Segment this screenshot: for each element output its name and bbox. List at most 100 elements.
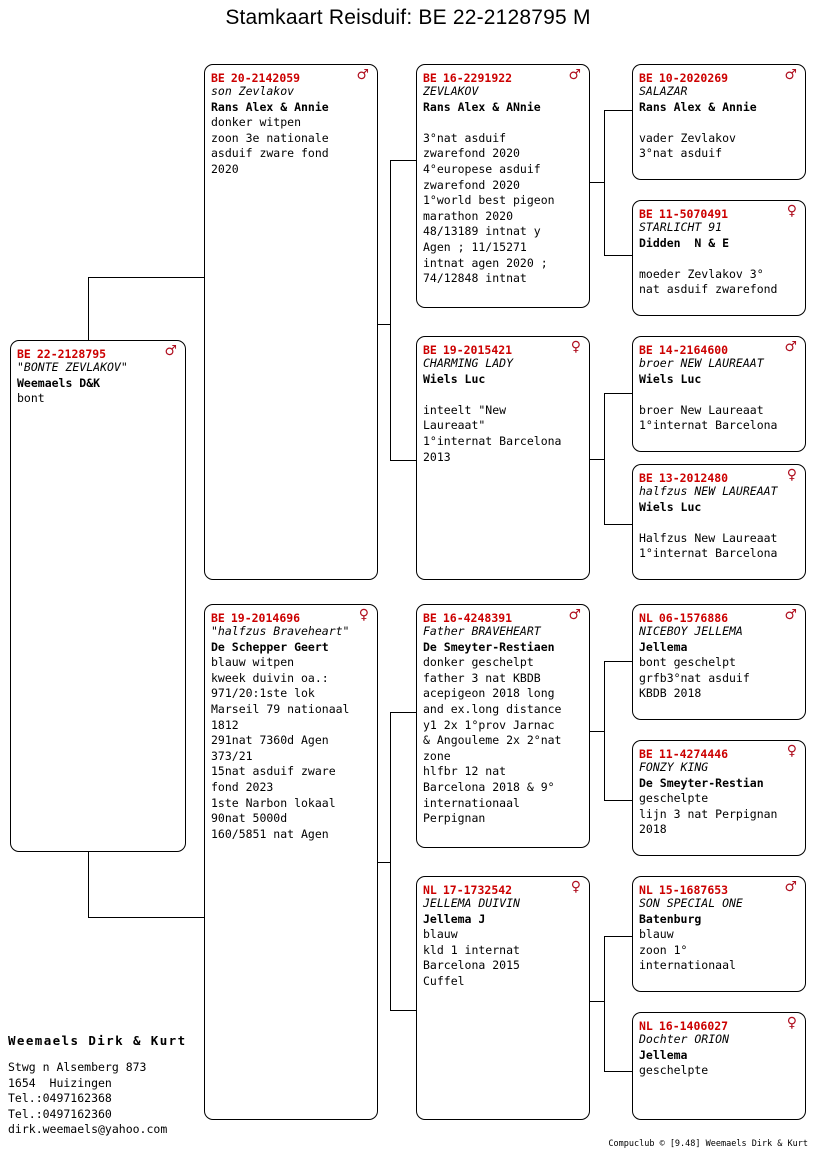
pigeon-owner: Rans Alex & Annie: [639, 99, 757, 114]
ring-id: 17-1732542: [442, 883, 513, 897]
connector-line: [604, 110, 632, 111]
pigeon-nickname: NICEBOY JELLEMA: [639, 624, 743, 638]
connector-line: [390, 160, 391, 460]
pigeon-nickname: son Zevlakov: [211, 84, 295, 98]
pigeon-owner: Jellema J: [423, 911, 486, 926]
ring-id: 19-2015421: [442, 343, 513, 357]
pigeon-owner: De Smeyter-Restian: [639, 775, 764, 790]
country-code: NL: [639, 611, 653, 625]
ring-id: 15-1687653: [658, 883, 729, 897]
ring-id: 13-2012480: [658, 471, 729, 485]
ring-number: NL 15-1687653: [639, 883, 728, 897]
connector-line: [604, 800, 632, 801]
pigeon-nickname: Father BRAVEHEART: [423, 624, 541, 638]
pigeon-owner: Weemaels D&K: [17, 375, 101, 390]
pigeon-nickname: Dochter ORION: [639, 1032, 730, 1046]
country-code: NL: [423, 883, 437, 897]
ring-number: BE 13-2012480: [639, 471, 728, 485]
ring-id: 16-2291922: [442, 71, 513, 85]
sex-female-icon: ♀: [786, 1015, 797, 1031]
pigeon-notes: donker geschelpt father 3 nat KBDB acepi…: [423, 655, 562, 826]
pigeon-owner: De Schepper Geert: [211, 639, 329, 654]
pigeon-notes: blauw zoon 1° internationaal: [639, 927, 736, 973]
connector-line: [390, 460, 416, 461]
pigeon-nickname: "halfzus Braveheart": [211, 624, 350, 638]
ring-id: 10-2020269: [658, 71, 729, 85]
connector-line: [390, 1010, 416, 1011]
software-credit: Compuclub © [9.48] Weemaels Dirk & Kurt: [608, 1139, 808, 1149]
pigeon-nickname: JELLEMA DUIVIN: [423, 896, 520, 910]
connector-line: [604, 255, 632, 256]
sex-male-icon: ♂: [568, 67, 581, 83]
connector-line: [378, 324, 390, 325]
connector-line: [390, 160, 416, 161]
country-code: BE: [639, 207, 653, 221]
connector-line: [88, 917, 204, 918]
country-code: BE: [639, 343, 653, 357]
pigeon-notes: inteelt "New Laureaat" 1°internat Barcel…: [423, 402, 562, 464]
pedigree-card-gen4-4[interactable]: BE 13-2012480 ♀ halfzus NEW LAUREAAT Wiel…: [632, 464, 806, 580]
owner-name: Weemaels Dirk & Kurt: [8, 1033, 187, 1048]
sex-male-icon: ♂: [784, 67, 797, 83]
ring-id: 14-2164600: [658, 343, 729, 357]
pigeon-owner: Jellema: [639, 1047, 688, 1062]
pigeon-nickname: FONZY KING: [639, 760, 709, 774]
connector-line: [590, 459, 604, 460]
country-code: NL: [639, 883, 653, 897]
country-code: BE: [211, 611, 225, 625]
pigeon-notes: blauw witpen kweek duivin oa.: 971/20:1s…: [211, 655, 350, 841]
pigeon-nickname: halfzus NEW LAUREAAT: [639, 484, 778, 498]
sex-female-icon: ♀: [786, 467, 797, 483]
pigeon-nickname: SALAZAR: [639, 84, 688, 98]
pigeon-notes: 3°nat asduif zwarefond 2020 4°europese a…: [423, 130, 555, 286]
pigeon-owner: Jellema: [639, 639, 688, 654]
ring-id: 22-2128795: [36, 347, 107, 361]
pigeon-notes: Halfzus New Laureaat 1°internat Barcelon…: [639, 530, 778, 561]
country-code: BE: [639, 471, 653, 485]
country-code: BE: [17, 347, 31, 361]
connector-line: [604, 661, 605, 800]
sex-female-icon: ♀: [570, 339, 581, 355]
pigeon-owner: Wiels Luc: [423, 371, 486, 386]
connector-line: [590, 731, 604, 732]
pigeon-owner: Wiels Luc: [639, 499, 702, 514]
pigeon-nickname: broer NEW LAUREAAT: [639, 356, 764, 370]
sex-female-icon: ♀: [786, 203, 797, 219]
pigeon-nickname: ZEVLAKOV: [423, 84, 479, 98]
connector-line: [604, 936, 632, 937]
pigeon-owner: Rans Alex & ANnie: [423, 99, 541, 114]
ring-id: 16-4248391: [442, 611, 513, 625]
country-code: NL: [639, 1019, 653, 1033]
connector-line: [604, 393, 605, 524]
ring-number: NL 17-1732542: [423, 883, 512, 897]
